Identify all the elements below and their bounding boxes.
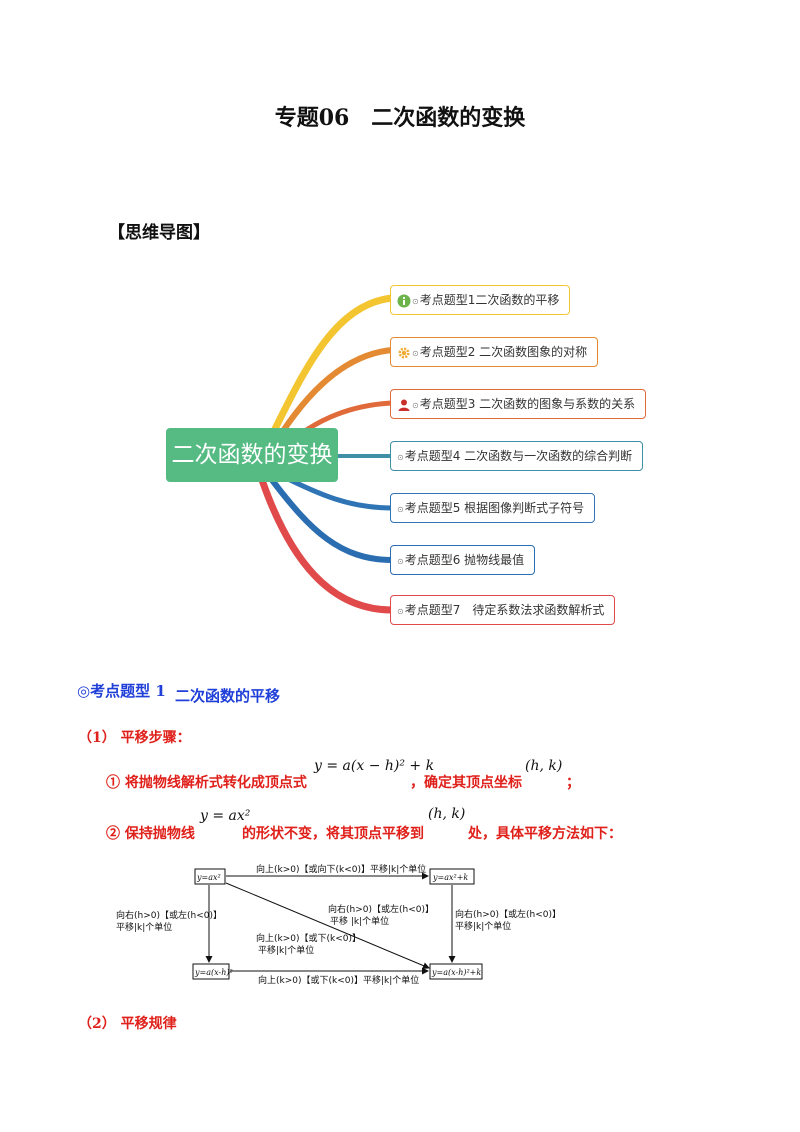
branch-label: 考点题型7 待定系数法求函数解析式 [404,603,605,617]
branch-label: 考点题型3 二次函数的图象与系数的关系 [419,397,636,411]
bullet-icon: ⊙ [397,453,404,462]
info-icon [397,294,411,307]
basic-parabola-formula: y = ax² [200,808,251,824]
target-icon: ◎ [77,682,91,700]
arrow-diagonal-lower-2: 平移|k|个单位 [258,944,314,956]
branch-label: 考点题型6 抛物线最值 [404,553,525,567]
page-title: 专题06 二次函数的变换 [274,105,526,131]
mindmap-branch-3: ⊙考点题型3 二次函数的图象与系数的关系 [390,389,647,419]
arrow-top-label: 向上(k>0)【或向下(k<0)】平移|k|个单位 [256,863,426,875]
branch-label: 考点题型1二次函数的平移 [419,293,560,307]
step-item-2-prefix: ② 保持抛物线 [106,826,195,842]
arrow-diagonal-upper-2: 平移 |k|个单位 [330,915,389,927]
arrow-left-label-1: 向右(h>0)【或左(h<0)】 [116,909,222,921]
bullet-icon: ⊙ [412,349,419,358]
mindmap-branch-2: ⊙考点题型2 二次函数图象的对称 [390,337,599,367]
mindmap-branch-6: ⊙考点题型6 抛物线最值 [390,545,536,575]
arrow-right-label-2: 平移|k|个单位 [455,920,511,932]
bullet-icon: ⊙ [397,505,404,514]
box-vertical-shift [429,868,475,885]
step-2-label: （2） 平移规律 [78,1016,177,1032]
mindmap-branch-7: ⊙考点题型7 待定系数法求函数解析式 [390,595,616,625]
gear-icon [398,347,410,358]
mindmap-branch-5: ⊙考点题型5 根据图像判断式子符号 [390,493,596,523]
connector-6 [269,477,395,563]
arrow-diagonal [225,882,430,969]
mindmap-center-node: 二次函数的变换 [166,428,338,482]
arrow-diagonal-upper-1: 向右(h>0)【或左(h<0)】 [328,903,434,915]
mindmap-branch-4: ⊙考点题型4 二次函数与一次函数的综合判断 [390,441,644,471]
arrow-left-label-2: 平移|k|个单位 [116,921,172,933]
translation-diagram: y=ax² y=ax²+k y=a(x-h)² y=a(x-h)²+k 向上(k… [116,863,561,986]
step-item-1-middle: ，确定其顶点坐标 [410,775,522,791]
connector-1 [258,294,396,459]
step-item-1-end: ； [566,775,580,791]
step-item-2-middle: 的形状不变，将其顶点平移到 [242,826,424,842]
branch-label: 考点题型2 二次函数图象的对称 [419,345,588,359]
topic-heading: ◎考点题型 1 二次函数的平移 [77,680,280,705]
connector-7 [258,476,396,614]
box-horizontal-shift [192,963,230,980]
mindmap-branch-1: ⊙考点题型1二次函数的平移 [390,285,571,315]
vertex-point: (h, k) [525,758,563,774]
arrow-right-label-1: 向右(h>0)【或左(h<0)】 [455,908,561,920]
box-basic-parabola-label: y=ax² [196,873,221,882]
bullet-icon: ⊙ [412,401,419,410]
bullet-icon: ⊙ [397,607,404,616]
step-1-label: （1） 平移步骤： [78,730,191,746]
bullet-icon: ⊙ [412,297,419,306]
person-icon [398,399,410,411]
step-item-2-end: 处，具体平移方法如下： [468,826,622,842]
mindmap-section-heading: 【思维导图】 [108,223,210,243]
box-horizontal-shift-label: y=a(x-h)² [194,968,233,977]
vertex-form-formula: y = a(x − h)² + k [314,758,435,774]
branch-label: 考点题型5 根据图像判断式子符号 [404,501,585,515]
bullet-icon: ⊙ [397,557,404,566]
box-vertex-form [429,963,483,980]
arrow-diagonal-lower-1: 向上(k>0)【或下(k<0)】 [256,932,361,944]
topic-title: 二次函数的平移 [175,687,281,705]
topic-prefix: 考点题型 1 [90,682,166,700]
arrow-bottom-label: 向上(k>0)【或下(k<0)】平移|k|个单位 [258,974,419,986]
box-vertical-shift-label: y=ax²+k [432,873,468,882]
branch-label: 考点题型4 二次函数与一次函数的综合判断 [404,449,633,463]
target-vertex-point: (h, k) [428,806,466,822]
box-vertex-form-label: y=a(x-h)²+k [431,968,481,977]
box-basic-parabola [194,868,226,885]
step-item-1-prefix: ① 将抛物线解析式转化成顶点式 [106,775,307,791]
